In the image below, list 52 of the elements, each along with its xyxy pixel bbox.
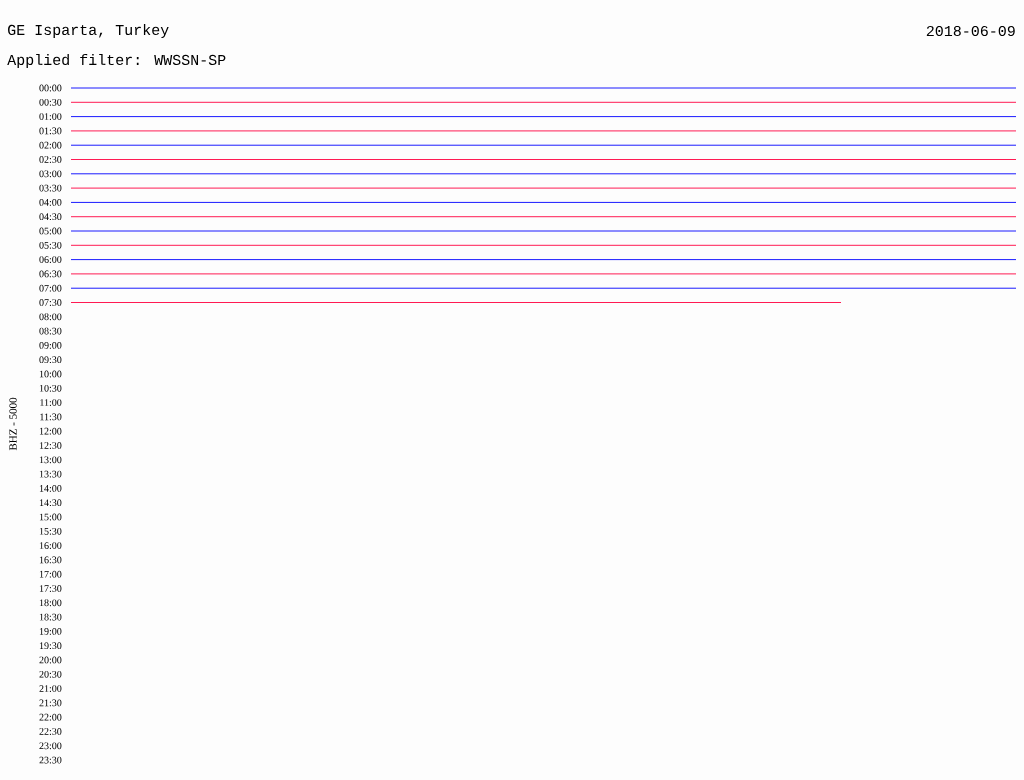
time-label: 04:00 bbox=[39, 199, 62, 206]
filter-label: Applied filter: WWSSN-SP bbox=[7, 54, 226, 68]
time-label: 14:00 bbox=[39, 485, 62, 492]
time-label: 22:30 bbox=[39, 728, 62, 735]
time-label: 03:00 bbox=[39, 170, 62, 178]
axis-label: BHZ - 5000 bbox=[9, 397, 17, 451]
time-label: 14:30 bbox=[39, 499, 62, 507]
time-label: 12:00 bbox=[39, 427, 62, 435]
time-label: 01:30 bbox=[39, 127, 62, 135]
time-label: 19:00 bbox=[39, 628, 62, 635]
time-label: 09:00 bbox=[39, 342, 62, 349]
time-label: 06:30 bbox=[39, 270, 62, 278]
time-label: 19:30 bbox=[39, 642, 62, 650]
station-title: GE Isparta, Turkey bbox=[8, 24, 169, 38]
time-label: 02:00 bbox=[39, 141, 62, 149]
time-label: 11:00 bbox=[40, 399, 62, 406]
time-label: 03:30 bbox=[39, 184, 62, 192]
time-label: 20:00 bbox=[39, 656, 62, 664]
time-label: 05:00 bbox=[39, 227, 62, 235]
time-label: 08:30 bbox=[39, 327, 62, 335]
time-label: 17:30 bbox=[39, 585, 62, 592]
time-label: 21:30 bbox=[39, 699, 62, 707]
time-label: 02:30 bbox=[39, 156, 62, 163]
time-label: 21:00 bbox=[39, 685, 62, 692]
time-label: 13:00 bbox=[39, 456, 62, 464]
time-label: 10:00 bbox=[39, 370, 62, 378]
time-label: 23:30 bbox=[39, 756, 62, 764]
time-label: 00:30 bbox=[39, 98, 62, 106]
time-label: 05:30 bbox=[39, 241, 62, 249]
time-label: 18:00 bbox=[39, 599, 62, 607]
time-label: 00:00 bbox=[39, 84, 62, 92]
time-label: 15:30 bbox=[39, 527, 62, 535]
time-label: 06:00 bbox=[39, 256, 62, 263]
time-label: 16:00 bbox=[39, 542, 62, 549]
date-label: 2018-06-09 bbox=[926, 25, 1015, 37]
time-label: 13:30 bbox=[39, 470, 62, 478]
time-label: 18:30 bbox=[39, 613, 62, 621]
time-label: 16:30 bbox=[39, 556, 62, 564]
time-label: 11:30 bbox=[40, 413, 62, 421]
time-label: 10:30 bbox=[39, 384, 62, 392]
time-label: 09:30 bbox=[39, 356, 62, 364]
time-label: 22:00 bbox=[39, 713, 62, 721]
time-label: 01:00 bbox=[39, 113, 62, 120]
time-label: 04:30 bbox=[39, 213, 62, 221]
time-label: 17:00 bbox=[39, 570, 62, 578]
time-label: 07:30 bbox=[39, 299, 62, 306]
time-label: 07:00 bbox=[39, 284, 62, 292]
time-label: 12:30 bbox=[39, 442, 62, 449]
time-label: 15:00 bbox=[39, 513, 62, 521]
time-label: 20:30 bbox=[39, 670, 62, 678]
time-label: 23:00 bbox=[39, 742, 62, 750]
time-label: 08:00 bbox=[39, 313, 62, 321]
